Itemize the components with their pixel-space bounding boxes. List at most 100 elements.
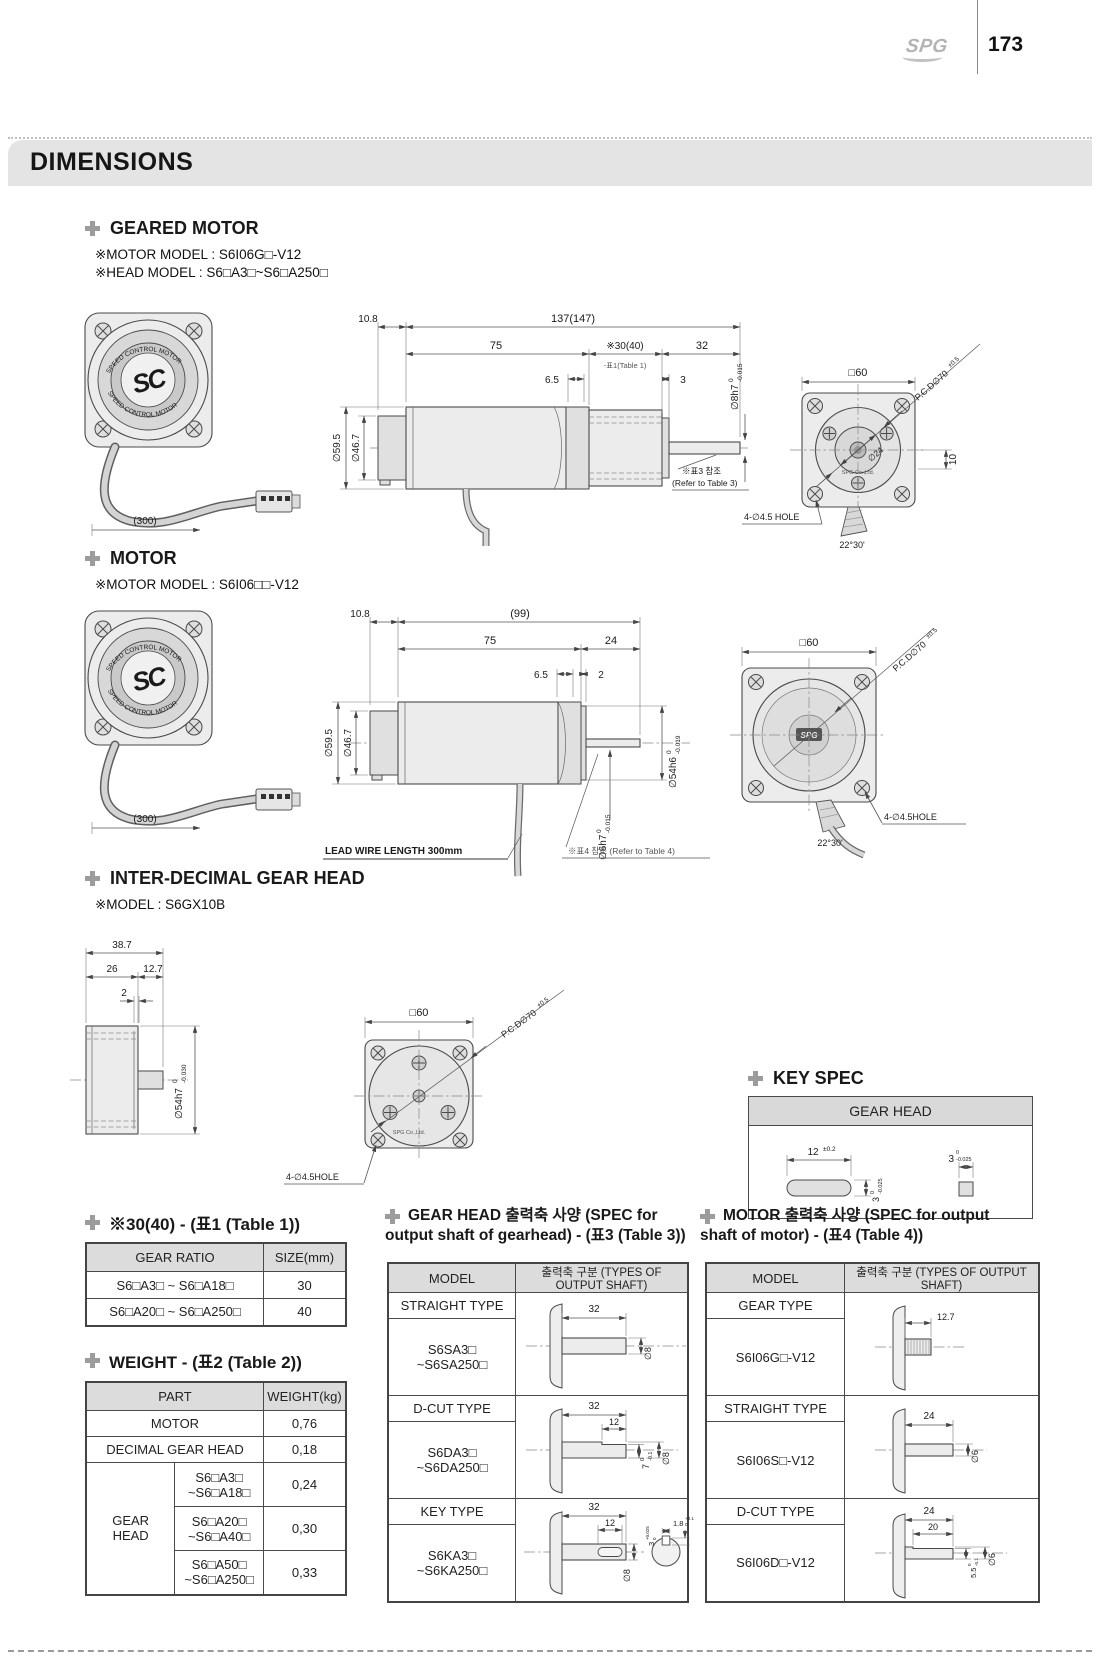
shaft1-tol-bot: -0.015 [605, 814, 612, 833]
dim-square-60: □60 [849, 367, 868, 379]
dimension-lines [85, 948, 200, 1135]
cable-length-dim: (300) [91, 516, 201, 536]
model-line1: S6SA3□ [427, 1342, 477, 1357]
spg-logo: SPG [904, 36, 950, 57]
model-line2: ~S6SA250□ [416, 1357, 488, 1372]
corner-screw-icons [807, 398, 910, 502]
dimensions-bar: DIMENSIONS [8, 140, 1092, 186]
dim-7: 7 [641, 1464, 651, 1469]
dim-2: 2 [121, 988, 127, 999]
cell-size: 30 [263, 1271, 347, 1299]
straight-shaft-drawing: 32 ∅8 [526, 1303, 686, 1389]
lead-wire [513, 783, 524, 877]
dim-32: 32 [696, 340, 708, 352]
dim-5-5: 5.5 [969, 1567, 978, 1577]
wire-stub [462, 488, 490, 546]
dim-38-7: 38.7 [112, 940, 132, 951]
motor-flange-view-drawing: SPG □60 P.C.D∅70 ±0.5 4-∅4.5HOLE [730, 628, 966, 859]
dim-angle-22-30: 22°30' [839, 540, 865, 550]
dim-54h7-tol-bot: -0.030 [181, 1064, 188, 1083]
cell-model: S6I06S□-V12 [705, 1421, 845, 1499]
dim-26: 26 [106, 964, 118, 975]
key-height-label-group: 3 0 -0.025 [870, 1178, 884, 1202]
cell-model-range: S6□A50□ ~S6□A250□ [174, 1550, 264, 1595]
dim-boss-54h6: ∅54h6 [668, 757, 679, 788]
key-spec-drawing: 12 ±0.2 3 0 -0.025 3 0 -0.025 [786, 1146, 974, 1202]
col-shaft-type: 출력축 구분 (TYPES OF OUTPUT SHAFT) [844, 1262, 1040, 1293]
pcd-label: P.C.D∅70 [499, 1008, 538, 1040]
table-row: GEAR TYPE 12.7 [705, 1292, 1040, 1396]
cell-part: DECIMAL GEAR HEAD [85, 1436, 264, 1463]
section-title-text: MOTOR [110, 548, 177, 568]
table4-title: MOTOR 출력축 사양 (SPEC for output shaft of m… [700, 1206, 1045, 1246]
corner-screw-icons [94, 322, 203, 438]
col-weight: WEIGHT(kg) [263, 1381, 347, 1411]
dim-10-8: 10.8 [358, 314, 378, 325]
lead-wire-callout: LEAD WIRE LENGTH 300mm [323, 833, 523, 860]
table4-title-line2: shaft of motor) - (표4 (Table 4)) [700, 1227, 924, 1245]
section-geared-motor-title: GEARED MOTOR [85, 218, 259, 239]
dim-key-12-tol: ±0.2 [823, 1146, 836, 1153]
table-row: S6KA3□ ~S6KA250□ [387, 1524, 688, 1602]
dim-7-tol-top: 0 [640, 1458, 646, 1461]
geared-motor-body [377, 406, 741, 490]
keyway-width-group: 3 +0.025 0 [645, 1525, 657, 1545]
table-row: DECIMAL GEAR HEAD 0,18 [85, 1436, 347, 1463]
cell-shaft-drawing: 12.7 [844, 1292, 1040, 1396]
dim-angle-22-30: 22°30' [817, 838, 843, 848]
straight-shaft-drawing: 24 ∅6 [875, 1408, 987, 1494]
bottom-dashed-rule [8, 1650, 1092, 1652]
plus-icon [85, 871, 100, 886]
dim-6-5: 6.5 [545, 375, 559, 386]
geared-motor-side-view-drawing: 10.8 137(147) 75 ※30(40) -표1(Table 1) 32… [332, 313, 749, 546]
cell-shaft-drawing: 32 12 7 0 -0.1 ∅8 [515, 1395, 689, 1499]
dim-75: 75 [484, 635, 496, 647]
range-line2: ~S6□A250□ [184, 1572, 254, 1588]
cable-and-connector [99, 740, 301, 826]
dim-1-8-tol-top: +0.1 [685, 1516, 694, 1521]
hole-callout: 4-∅4.5HOLE [284, 1144, 377, 1185]
page-title: DIMENSIONS [30, 148, 194, 176]
table3-title-line2: output shaft of gearhead) - (표3 (Table 3… [385, 1227, 686, 1245]
cell-model: S6I06D□-V12 [705, 1524, 845, 1602]
dim-dia-8: ∅8 [622, 1569, 632, 1582]
dim-key-3h: 3 [948, 1154, 954, 1165]
dim-key-3v: 3 [871, 1197, 881, 1202]
plus-icon [85, 551, 100, 566]
square-60-dim: □60 [741, 637, 877, 666]
dim-2: 2 [598, 670, 604, 681]
dcut-55-label-group: 5.5 0 -0.1 [967, 1557, 979, 1577]
table-row: D-CUT TYPE 32 12 [387, 1395, 689, 1499]
cell-type: GEAR TYPE [705, 1292, 845, 1319]
refer-table3-note: ※표3 참조 (Refer to Table 3) [672, 454, 749, 491]
col-model: MODEL [387, 1262, 516, 1293]
hole-callout: 4-∅4.5 HOLE [742, 499, 823, 525]
dim-dia-59-5: ∅59.5 [324, 728, 335, 757]
dim-6-5: 6.5 [534, 670, 548, 681]
ref-table3-ko: ※표3 참조 [682, 466, 721, 476]
cable-exit-wedge: 22°30' [839, 506, 868, 550]
geared-motor-model-line1: ※MOTOR MODEL : S6I06G□-V12 [95, 247, 302, 262]
plus-icon [85, 1353, 100, 1368]
spg-brand-label: SPG Co.,Ltd. [393, 1130, 426, 1136]
shaft2-tol-top: 0 [666, 750, 673, 754]
dimension-lines [340, 322, 748, 490]
dim-shaft-8h7: ∅8h7 [730, 384, 741, 410]
flange-face: SPG [730, 658, 886, 812]
table2: PART WEIGHT(kg) MOTOR 0,76 DECIMAL GEAR … [85, 1381, 347, 1596]
cell-weight: 0,18 [263, 1436, 347, 1463]
motor-side-view-drawing: 10.8 (99) 75 24 6.5 2 ∅59.5 ∅46.7 ∅6h7 0… [323, 608, 710, 877]
dim-1-8-tol-bot: 0 [685, 1522, 688, 1527]
dim-30-40: ※30(40) [606, 341, 643, 352]
dim-12: 12 [609, 1417, 619, 1427]
dim-square-60: □60 [410, 1007, 429, 1019]
table-row: STRAIGHT TYPE 24 ∅6 [705, 1395, 1040, 1499]
dim-dia-6: ∅6 [987, 1553, 997, 1566]
range-line1: S6□A50□ [191, 1557, 247, 1573]
square-60-dim: □60 [801, 367, 916, 391]
cell-size: 40 [263, 1298, 347, 1326]
dim-75: 75 [490, 340, 502, 352]
dim-12: 12 [605, 1518, 615, 1528]
cable-length-label: (300) [133, 814, 156, 825]
cell-model-range: S6□A20□ ~S6□A40□ [174, 1506, 264, 1551]
